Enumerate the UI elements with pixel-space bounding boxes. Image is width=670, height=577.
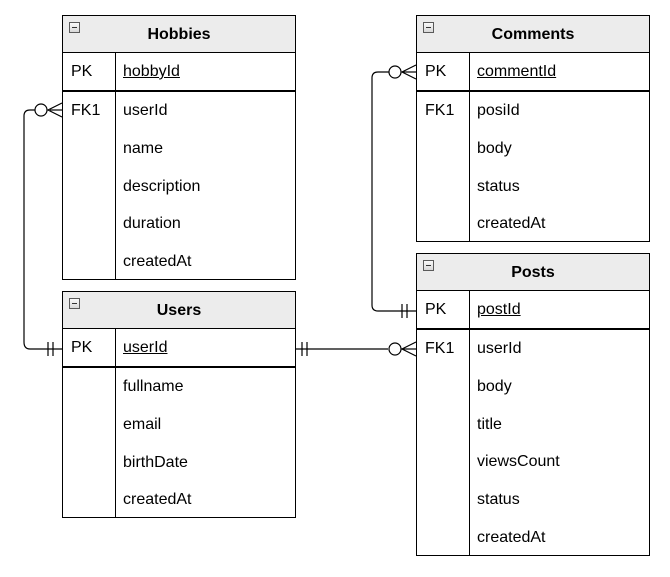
entity-header xyxy=(417,16,649,53)
entity-comments[interactable]: Comments PK commentId FK1 posiId body st… xyxy=(416,15,650,242)
key-label: PK xyxy=(71,63,93,80)
field-name: email xyxy=(123,416,162,433)
key-label: PK xyxy=(71,339,93,356)
table-row[interactable]: email xyxy=(63,406,295,444)
table-row[interactable]: FK1 userId xyxy=(63,92,295,130)
field-name: status xyxy=(477,178,520,195)
table-row[interactable]: name xyxy=(63,130,295,168)
table-row[interactable]: body xyxy=(417,130,649,168)
field-name: createdAt xyxy=(477,529,546,546)
key-label: PK xyxy=(425,63,447,80)
table-row[interactable]: createdAt xyxy=(63,243,295,281)
collapse-icon[interactable] xyxy=(69,298,80,309)
table-row[interactable]: duration xyxy=(63,205,295,243)
key-label: FK1 xyxy=(425,340,455,357)
table-row[interactable]: birthDate xyxy=(63,444,295,482)
column-divider xyxy=(115,53,116,279)
field-name: posiId xyxy=(477,102,520,119)
field-name: status xyxy=(477,491,520,508)
relationship-comments-posts[interactable] xyxy=(371,64,417,318)
column-divider xyxy=(469,53,470,241)
column-divider xyxy=(469,291,470,555)
entity-title: Hobbies xyxy=(147,26,211,43)
field-name: createdAt xyxy=(477,215,546,232)
pk-separator xyxy=(417,90,649,92)
field-name: fullname xyxy=(123,378,184,395)
key-label: FK1 xyxy=(425,102,455,119)
entity-users[interactable]: Users PK userId fullname email birthDate… xyxy=(62,291,296,518)
key-label: PK xyxy=(425,301,447,318)
field-name: userId xyxy=(123,102,168,119)
table-row[interactable]: status xyxy=(417,481,649,519)
field-name: description xyxy=(123,178,201,195)
entity-title: Users xyxy=(156,302,202,319)
field-name: createdAt xyxy=(123,253,192,270)
field-name: body xyxy=(477,140,512,157)
field-name: userId xyxy=(477,340,522,357)
entity-hobbies[interactable]: Hobbies PK hobbyId FK1 userId name descr… xyxy=(62,15,296,280)
table-row[interactable]: FK1 posiId xyxy=(417,92,649,130)
field-name: createdAt xyxy=(123,491,192,508)
pk-separator xyxy=(417,328,649,330)
field-name: body xyxy=(477,378,512,395)
table-row[interactable]: PK hobbyId xyxy=(63,53,295,91)
table-row[interactable]: PK userId xyxy=(63,329,295,367)
pk-separator xyxy=(63,90,295,92)
pk-separator xyxy=(63,366,295,368)
entity-posts[interactable]: Posts PK postId FK1 userId body title vi… xyxy=(416,253,650,556)
table-row[interactable]: title xyxy=(417,406,649,444)
column-divider xyxy=(115,329,116,517)
field-name: viewsCount xyxy=(477,453,560,470)
table-row[interactable]: PK commentId xyxy=(417,53,649,91)
field-name: commentId xyxy=(477,63,557,80)
field-name: birthDate xyxy=(123,454,188,471)
relationship-hobbies-users[interactable] xyxy=(23,102,63,356)
field-name: hobbyId xyxy=(123,63,180,80)
field-name: duration xyxy=(123,215,181,232)
collapse-icon[interactable] xyxy=(423,22,434,33)
table-row[interactable]: createdAt xyxy=(417,519,649,557)
entity-header xyxy=(63,292,295,329)
table-row[interactable]: status xyxy=(417,168,649,206)
relationship-posts-users[interactable] xyxy=(296,341,417,357)
table-row[interactable]: description xyxy=(63,168,295,206)
table-row[interactable]: body xyxy=(417,368,649,406)
field-name: name xyxy=(123,140,164,157)
field-name: postId xyxy=(477,301,521,318)
table-row[interactable]: createdAt xyxy=(417,205,649,243)
entity-title: Posts xyxy=(511,264,555,281)
field-name: userId xyxy=(123,339,168,356)
collapse-icon[interactable] xyxy=(69,22,80,33)
table-row[interactable]: PK postId xyxy=(417,291,649,329)
table-row[interactable]: FK1 userId xyxy=(417,330,649,368)
collapse-icon[interactable] xyxy=(423,260,434,271)
entity-header xyxy=(417,254,649,291)
table-row[interactable]: viewsCount xyxy=(417,443,649,481)
table-row[interactable]: fullname xyxy=(63,368,295,406)
key-label: FK1 xyxy=(71,102,101,119)
field-name: title xyxy=(477,416,502,433)
entity-header xyxy=(63,16,295,53)
table-row[interactable]: createdAt xyxy=(63,481,295,519)
entity-title: Comments xyxy=(491,26,575,43)
